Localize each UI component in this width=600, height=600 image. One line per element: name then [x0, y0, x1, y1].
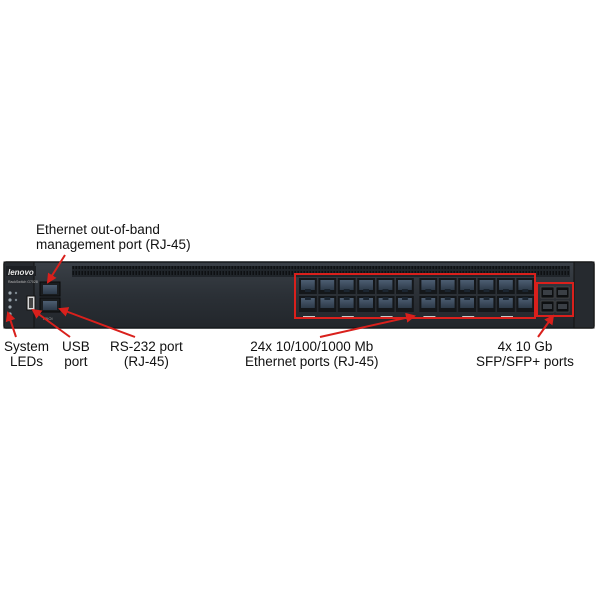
sfp-port — [555, 286, 570, 299]
mgmt-port — [39, 281, 61, 297]
ethernet-port — [516, 296, 535, 312]
rs232-port — [39, 297, 61, 313]
ethernet-port — [376, 278, 395, 294]
brand-logo: lenovo — [8, 268, 34, 277]
ethernet-port — [376, 296, 395, 312]
port-number-tab — [380, 316, 393, 319]
ethernet-port — [299, 278, 317, 294]
model-text: RackSwitch G7028 — [8, 280, 38, 284]
ethernet-port — [497, 296, 515, 312]
ethernet-port — [318, 278, 337, 294]
ethernet-port — [477, 278, 496, 294]
system-leds-label-line1: System — [4, 339, 50, 354]
usb-port-label-line1: USB — [62, 339, 90, 354]
port-number-tab — [423, 316, 436, 319]
usb-port-label-line2: port — [64, 354, 88, 369]
ethernet-port — [357, 296, 375, 312]
mgmt-port-label-line1: Ethernet out-of-band — [36, 222, 160, 237]
rack-ear-right — [573, 261, 595, 329]
port-number-tab — [501, 316, 513, 319]
logo-plate — [6, 266, 36, 276]
ethernet-port — [497, 278, 515, 294]
port-number-tab — [303, 316, 315, 319]
svg-text:IOIOI: IOIOI — [43, 316, 53, 321]
ethernet-port — [357, 278, 375, 294]
system-leds-label: System LEDs — [4, 339, 49, 369]
sfp-port — [540, 286, 555, 299]
ethernet-port — [458, 278, 476, 294]
ethernet-port — [477, 296, 496, 312]
ethernet-port — [337, 278, 356, 294]
port-number-tab — [462, 316, 475, 319]
rs232-port-label: RS-232 port (RJ-45) — [110, 339, 183, 369]
ethernet-port — [438, 296, 457, 312]
ethernet-port — [438, 278, 457, 294]
ethernet-port — [396, 278, 414, 294]
ethernet-ports-label-line1: 24x 10/100/1000 Mb — [250, 339, 374, 354]
system-leds-label-line2: LEDs — [10, 354, 44, 369]
ethernet-ports-label: 24x 10/100/1000 Mb Ethernet ports (RJ-45… — [245, 339, 379, 369]
ethernet-port — [318, 296, 337, 312]
mgmt-port-label-line2: management port (RJ-45) — [36, 237, 191, 252]
ethernet-port — [419, 278, 438, 294]
mgmt-port-label: Ethernet out-of-band management port (RJ… — [36, 222, 191, 252]
sfp-ports-label-line1: 4x 10 Gb — [497, 339, 553, 354]
ethernet-port — [299, 296, 317, 312]
ethernet-port — [396, 296, 414, 312]
sfp-port — [555, 300, 570, 313]
usb-port-label: USB port — [62, 339, 90, 369]
ethernet-port — [337, 296, 356, 312]
rs232-port-label-line2: (RJ-45) — [123, 354, 169, 369]
port-number-tab — [341, 316, 354, 319]
sfp-ports-label-line2: SFP/SFP+ ports — [476, 354, 574, 369]
ethernet-port — [458, 296, 476, 312]
ethernet-ports-label-line2: Ethernet ports (RJ-45) — [245, 354, 379, 369]
sfp-port — [540, 300, 555, 313]
ethernet-port — [419, 296, 438, 312]
rs232-port-label-line1: RS-232 port — [110, 339, 183, 354]
ethernet-port — [516, 278, 535, 294]
vent-strip — [72, 266, 570, 277]
sfp-ports-label: 4x 10 Gb SFP/SFP+ ports — [476, 339, 574, 369]
